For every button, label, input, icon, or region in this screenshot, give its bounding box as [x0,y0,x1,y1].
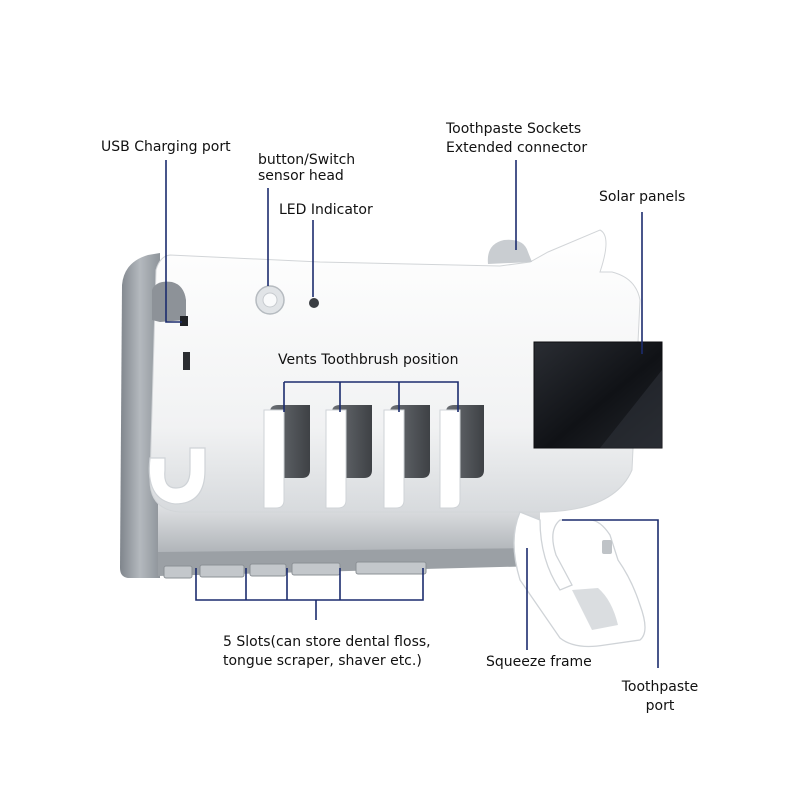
label-line: tongue scraper, shaver etc.) [223,653,422,669]
slot-tab [249,563,287,577]
slot-tabs [163,561,427,579]
lever-knob [602,540,612,554]
label-toothpaste-sockets: Toothpaste Sockets Extended connector [446,120,587,158]
vent-tab [439,409,461,509]
leader-port [562,519,659,668]
vent-tab [325,409,347,509]
vent-tab [263,409,285,509]
slot-tab [199,564,245,578]
label-line: sensor head [258,168,344,184]
left-cavity [152,281,186,322]
led-dot [309,298,319,308]
vent-tabs [263,409,461,509]
label-line: Extended connector [446,140,588,156]
top-socket [487,239,532,264]
label-line: Toothpaste [621,679,699,695]
back-plate [120,253,160,578]
side-clip [183,352,190,370]
label-five-slots: 5 Slots(can store dental floss, tongue s… [223,633,431,671]
solar-reflection [600,370,662,448]
label-solar-panels: Solar panels [599,189,686,205]
slot-tab [355,561,427,575]
sensor-lens [262,292,278,308]
label-led-indicator: LED Indicator [279,202,373,218]
label-squeeze-frame: Squeeze frame [486,654,592,670]
label-toothpaste-port: Toothpaste port [618,678,702,716]
slot-tab [163,565,193,579]
label-vents: Vents Toothbrush position [278,352,459,368]
label-button-switch: button/Switch sensor head [258,152,355,184]
leader-lines [165,160,659,668]
squeeze-lever [513,511,646,648]
lever-inner [572,588,618,630]
leader-slots [195,568,424,620]
usb-port-slot [180,316,188,326]
leader-vents [283,381,459,412]
label-line: 5 Slots(can store dental floss, [223,634,431,650]
leader-usb [165,160,182,323]
label-line: port [645,698,675,714]
label-usb-charging-port: USB Charging port [101,139,231,155]
left-hook [148,447,206,505]
label-line: button/Switch [258,152,356,168]
slot-tab [291,562,341,576]
label-line: Toothpaste Sockets [446,121,582,137]
vent-tab [383,409,405,509]
